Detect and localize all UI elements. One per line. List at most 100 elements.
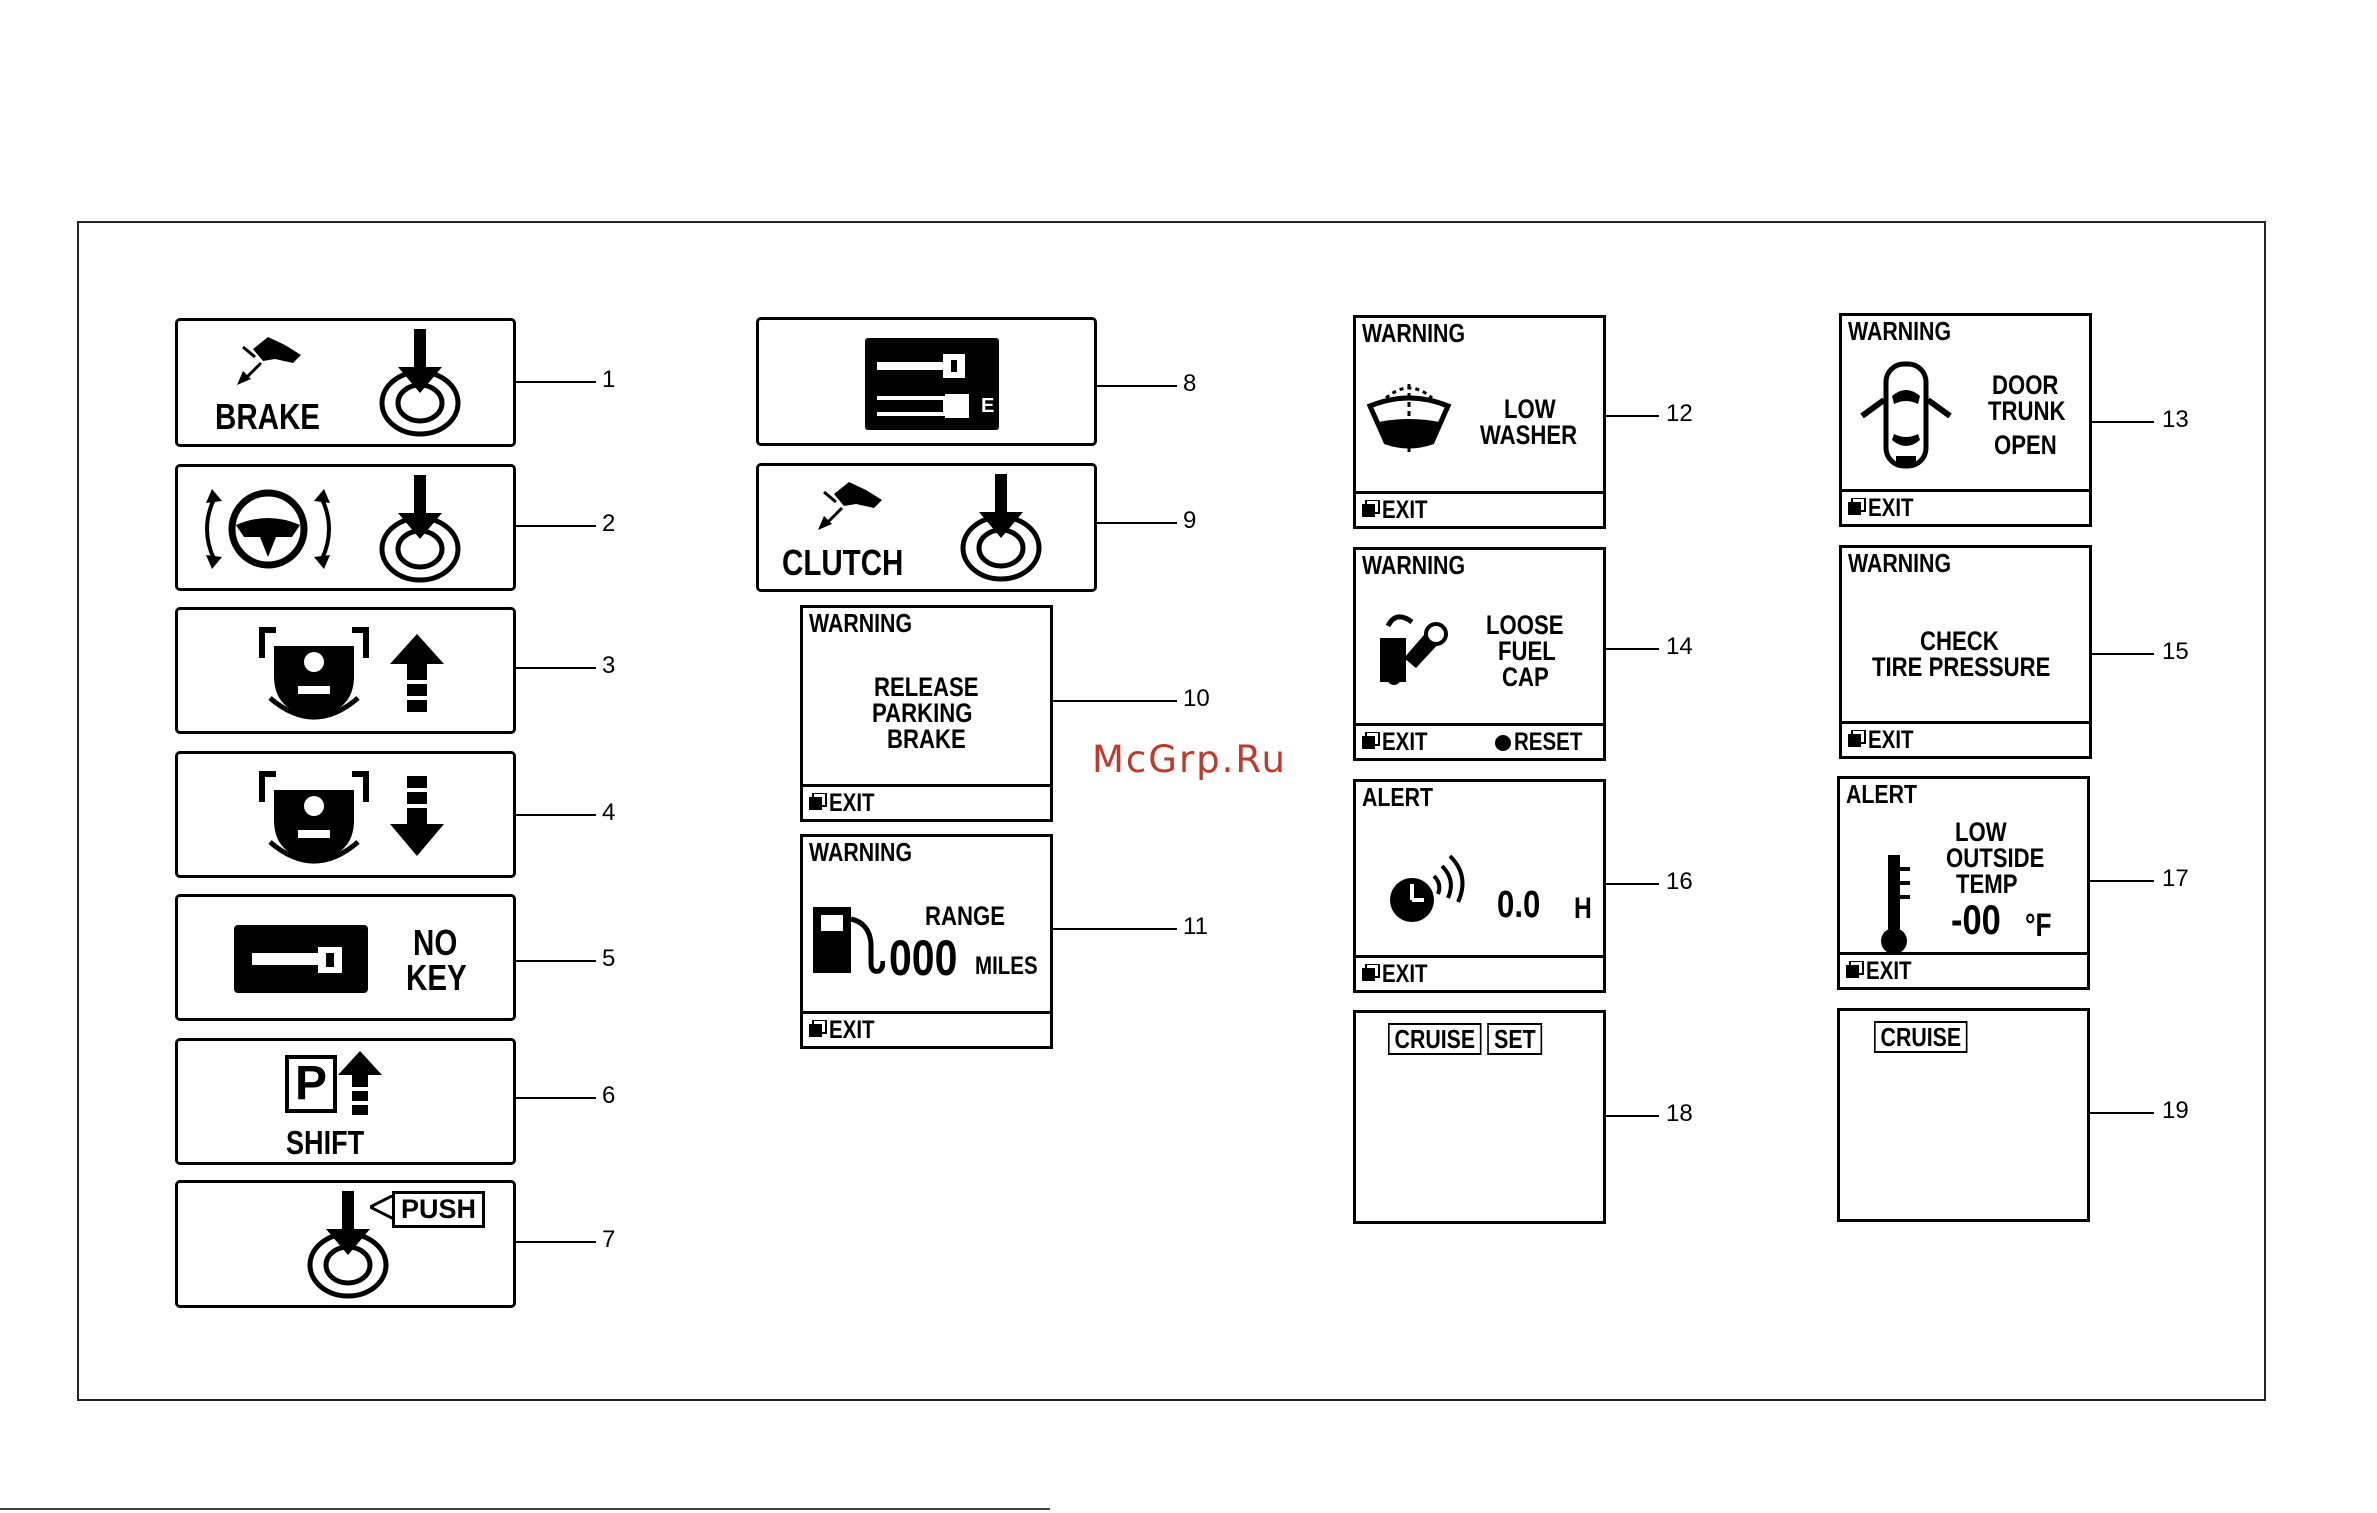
screen-footer: EXIT xyxy=(1842,721,2089,756)
seat-icon xyxy=(259,771,369,864)
car-doors-icon xyxy=(1860,361,1952,469)
message-line: WASHER xyxy=(1480,420,1578,450)
start-button-icon xyxy=(307,1191,389,1299)
exit-label: EXIT xyxy=(1382,960,1428,988)
screen-header: WARNING xyxy=(1362,550,1466,580)
foot-press-icon xyxy=(237,337,301,385)
screen-footer: EXIT xyxy=(803,784,1050,819)
callout-number: 2 xyxy=(602,510,616,537)
indicator-shift-park: P SHIFT xyxy=(175,1038,516,1165)
screen-footer: EXIT RESET xyxy=(1356,723,1603,758)
screen-footer: EXIT xyxy=(1356,955,1603,990)
callout-number: 11 xyxy=(1183,913,1208,940)
message-line: OPEN xyxy=(1994,430,2057,460)
screen-release-parking-brake: WARNING RELEASE PARKING BRAKE EXIT xyxy=(800,605,1053,822)
callout-pointer-icon xyxy=(370,1195,394,1221)
screen-header: WARNING xyxy=(1848,548,1952,578)
callout-number: 10 xyxy=(1183,685,1210,712)
temp-unit: °F xyxy=(2025,907,2052,943)
key-battery-icon xyxy=(865,338,999,430)
clock-alarm-icon xyxy=(1390,854,1465,922)
message-line: LOOSE xyxy=(1486,610,1564,640)
callout-number: 7 xyxy=(602,1226,616,1253)
seat-icon xyxy=(259,627,369,720)
start-button-icon xyxy=(960,474,1042,582)
washer-icon xyxy=(1366,384,1452,454)
arrow-up-icon xyxy=(338,1051,382,1115)
callout-number: 19 xyxy=(2162,1097,2189,1124)
indicator-clutch-start: CLUTCH xyxy=(756,463,1097,592)
screen-loose-fuel-cap: WARNING LOOSE FUEL CAP EXIT RESET xyxy=(1353,547,1606,761)
screen-header: ALERT xyxy=(1362,782,1434,812)
exit-label: EXIT xyxy=(829,1016,875,1044)
message-line: DOOR xyxy=(1992,370,2059,400)
exit-label: EXIT xyxy=(1382,728,1428,756)
screen-door-open: WARNING DOOR TRUNK OPEN EXIT xyxy=(1839,313,2092,527)
screen-header: WARNING xyxy=(1848,316,1952,346)
message-line: TEMP xyxy=(1956,869,2018,899)
exit-label: EXIT xyxy=(829,789,875,817)
reset-label: RESET xyxy=(1514,728,1583,756)
timer-value: 0.0 xyxy=(1497,884,1541,926)
message-line: RELEASE xyxy=(874,672,979,702)
exit-icon xyxy=(809,1020,827,1037)
exit-label: EXIT xyxy=(1868,726,1914,754)
cruise-tag: CRUISE xyxy=(1874,1021,1968,1053)
exit-label: EXIT xyxy=(1382,496,1428,524)
screen-cruise: CRUISE xyxy=(1837,1008,2090,1222)
exit-icon xyxy=(1848,730,1866,747)
indicator-key-battery: E xyxy=(756,317,1097,446)
indicator-label: CLUTCH xyxy=(782,542,904,583)
callout-number: 17 xyxy=(2162,865,2189,892)
exit-label: EXIT xyxy=(1868,494,1914,522)
start-button-icon xyxy=(379,475,461,583)
screen-header: WARNING xyxy=(809,837,913,867)
screen-header: ALERT xyxy=(1846,779,1918,809)
arrow-down-icon xyxy=(390,776,444,856)
indicator-seat-up xyxy=(175,607,516,734)
page-bottom-rule xyxy=(0,1508,1050,1510)
temp-value: -00 xyxy=(1951,896,2001,943)
callout-number: 15 xyxy=(2162,638,2189,665)
key-icon xyxy=(234,925,368,993)
indicator-label: BRAKE xyxy=(215,396,320,437)
message-line: FUEL xyxy=(1498,636,1556,666)
callout-number: 4 xyxy=(602,799,616,826)
callout-number: 18 xyxy=(1666,1100,1693,1127)
indicator-steering-start xyxy=(175,464,516,591)
callout-number: 13 xyxy=(2162,406,2189,433)
watermark: McGrp.Ru xyxy=(1092,738,1287,781)
range-value: 000 xyxy=(889,930,958,986)
exit-icon xyxy=(1846,961,1864,978)
screen-footer: EXIT xyxy=(803,1011,1050,1046)
exit-icon xyxy=(1848,498,1866,515)
cruise-label: CRUISE xyxy=(1874,1021,1968,1053)
range-label: RANGE xyxy=(925,901,1005,931)
exit-icon xyxy=(1362,732,1380,749)
start-button-icon xyxy=(379,329,461,437)
cruise-label: CRUISE xyxy=(1388,1023,1482,1055)
screen-range: WARNING RANGE 000 MILES EXIT xyxy=(800,834,1053,1049)
screen-time-alert: ALERT 0.0 H EXIT xyxy=(1353,779,1606,993)
indicator-no-key: NO KEY xyxy=(175,894,516,1021)
callout-number: 3 xyxy=(602,652,616,679)
exit-label: EXIT xyxy=(1866,957,1912,985)
battery-tag: E xyxy=(981,395,995,417)
no-key-line1: NO xyxy=(413,922,458,963)
callout-number: 12 xyxy=(1666,400,1693,427)
fuel-pump-icon xyxy=(813,907,885,974)
screen-footer: EXIT xyxy=(1840,952,2087,987)
message-line: LOW xyxy=(1955,817,2007,847)
exit-icon xyxy=(809,793,827,810)
indicator-push-start: PUSH xyxy=(175,1180,516,1308)
push-tag: PUSH xyxy=(392,1191,486,1228)
set-label: SET xyxy=(1487,1023,1543,1055)
exit-icon xyxy=(1362,500,1380,517)
indicator-label: SHIFT xyxy=(286,1124,365,1161)
reset-dot-icon xyxy=(1495,735,1511,751)
screen-header: WARNING xyxy=(1362,318,1466,348)
screen-tire-pressure: WARNING CHECK TIRE PRESSURE EXIT xyxy=(1839,545,2092,759)
steering-wheel-icon xyxy=(205,489,331,569)
cruise-tag: CRUISE SET xyxy=(1388,1023,1543,1055)
screen-low-washer: WARNING LOW WASHER EXIT xyxy=(1353,315,1606,529)
